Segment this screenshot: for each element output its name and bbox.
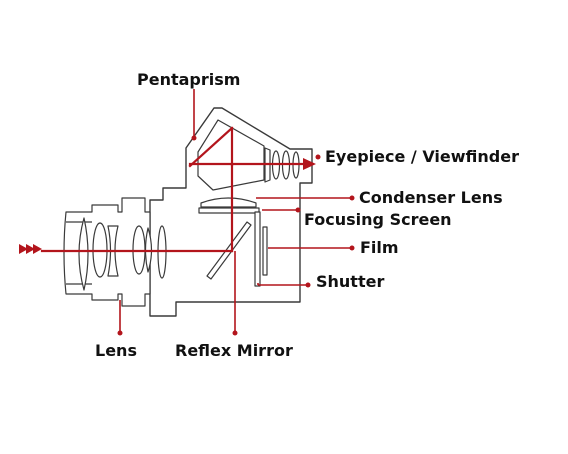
label-condenser-lens: Condenser Lens [359,188,503,207]
light-path [19,126,316,254]
condenser-lens [200,197,257,208]
light-entry-arrow-3 [33,244,42,254]
label-eyepiece: Eyepiece / Viewfinder [325,147,519,166]
front-lens-element [78,217,89,291]
ray-diagonal [188,126,234,168]
leader-lines [117,89,355,336]
label-film: Film [360,238,399,257]
lens-barrel [63,197,167,307]
light-entry-arrow-1 [19,244,28,254]
focusing-screen [198,207,260,214]
label-focusing-screen: Focusing Screen [304,210,452,229]
labels: Pentaprism Eyepiece / Viewfinder Condens… [95,70,519,360]
label-shutter: Shutter [316,272,384,291]
label-lens: Lens [95,341,137,360]
ray-exit-arrow [303,158,316,170]
label-pentaprism: Pentaprism [137,70,240,89]
film-plane [262,226,268,276]
light-entry-arrow-2 [26,244,35,254]
shutter-curtain [254,211,261,287]
dot-eyepiece [315,154,321,160]
label-reflex-mirror: Reflex Mirror [175,341,293,360]
